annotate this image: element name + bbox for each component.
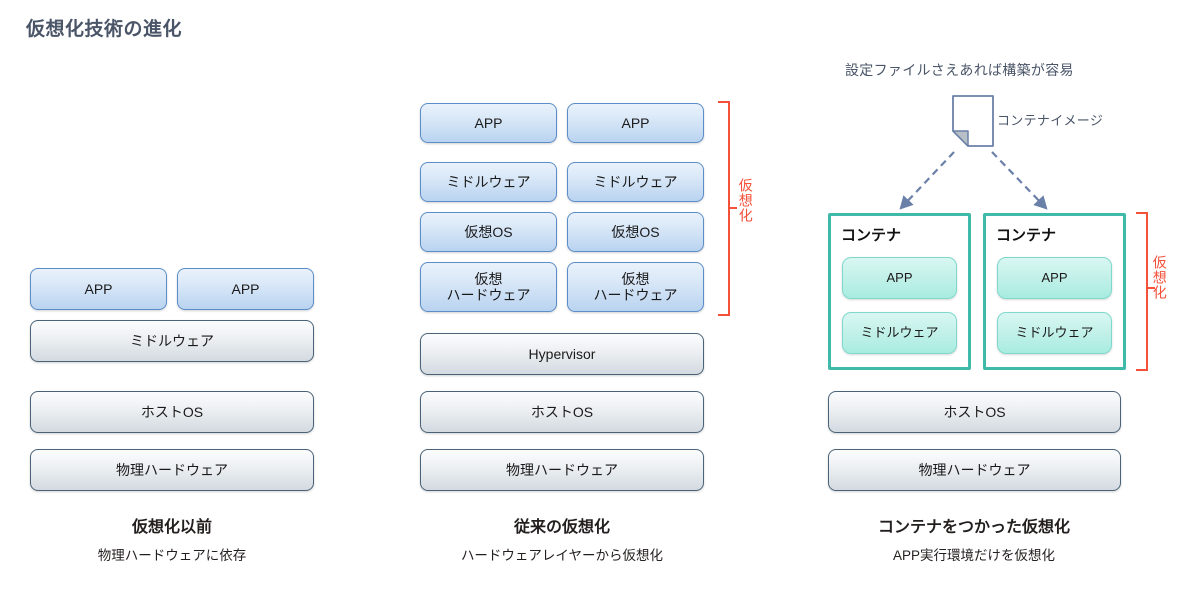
layer-box-middleware: ミドルウェア xyxy=(842,312,957,354)
layer-box-middleware: ミドルウェア xyxy=(30,320,314,362)
layer-box-middleware: ミドルウェア xyxy=(997,312,1112,354)
layer-box-physical-hardware: 物理ハードウェア xyxy=(828,449,1121,491)
layer-box-app: APP xyxy=(30,268,167,310)
layer-box-host-os: ホストOS xyxy=(420,391,704,433)
layer-box-app: APP xyxy=(567,103,704,143)
layer-box-virtual-os: 仮想OS xyxy=(420,212,557,252)
container-image-icon xyxy=(952,95,994,147)
container-title: コンテナ xyxy=(996,227,1057,244)
bracket-label-virtualization: 仮想化 xyxy=(1151,255,1168,300)
column-caption-main: 仮想化以前 xyxy=(131,519,212,536)
layer-box-hypervisor: Hypervisor xyxy=(420,333,704,375)
layer-box-virtual-hardware: 仮想 ハードウェア xyxy=(567,262,704,312)
arrow-to-container-left xyxy=(899,151,955,210)
arrow-to-container-right xyxy=(991,151,1048,210)
layer-box-app: APP xyxy=(997,257,1112,299)
layer-box-host-os: ホストOS xyxy=(828,391,1121,433)
container-image-note: 設定ファイルさえあれば構築が容易 xyxy=(845,62,1074,78)
layer-box-middleware: ミドルウェア xyxy=(567,162,704,202)
layer-box-app: APP xyxy=(177,268,314,310)
bracket-virtualization-col2 xyxy=(718,101,737,316)
layer-box-host-os: ホストOS xyxy=(30,391,314,433)
column-caption-sub: ハードウェアレイヤーから仮想化 xyxy=(460,548,664,563)
column-caption-traditional-virtualization: 従来の仮想化 ハードウェアレイヤーから仮想化 xyxy=(412,513,712,564)
layer-box-virtual-os: 仮想OS xyxy=(567,212,704,252)
layer-box-virtual-hardware: 仮想 ハードウェア xyxy=(420,262,557,312)
column-caption-main: 従来の仮想化 xyxy=(513,519,610,536)
page-title: 仮想化技術の進化 xyxy=(26,19,183,40)
layer-box-middleware: ミドルウェア xyxy=(420,162,557,202)
column-caption-sub: 物理ハードウェアに依存 xyxy=(97,548,247,563)
layer-box-physical-hardware: 物理ハードウェア xyxy=(30,449,314,491)
container-title: コンテナ xyxy=(841,227,902,244)
column-caption-pre-virtualization: 仮想化以前 物理ハードウェアに依存 xyxy=(22,513,322,564)
bracket-label-virtualization: 仮想化 xyxy=(737,178,754,223)
column-caption-sub: APP実行環境だけを仮想化 xyxy=(892,548,1055,563)
layer-box-app: APP xyxy=(842,257,957,299)
layer-box-app: APP xyxy=(420,103,557,143)
layer-box-physical-hardware: 物理ハードウェア xyxy=(420,449,704,491)
container-image-label: コンテナイメージ xyxy=(997,113,1104,128)
column-caption-main: コンテナをつかった仮想化 xyxy=(877,519,1070,536)
column-caption-container-virtualization: コンテナをつかった仮想化 APP実行環境だけを仮想化 xyxy=(824,513,1124,564)
